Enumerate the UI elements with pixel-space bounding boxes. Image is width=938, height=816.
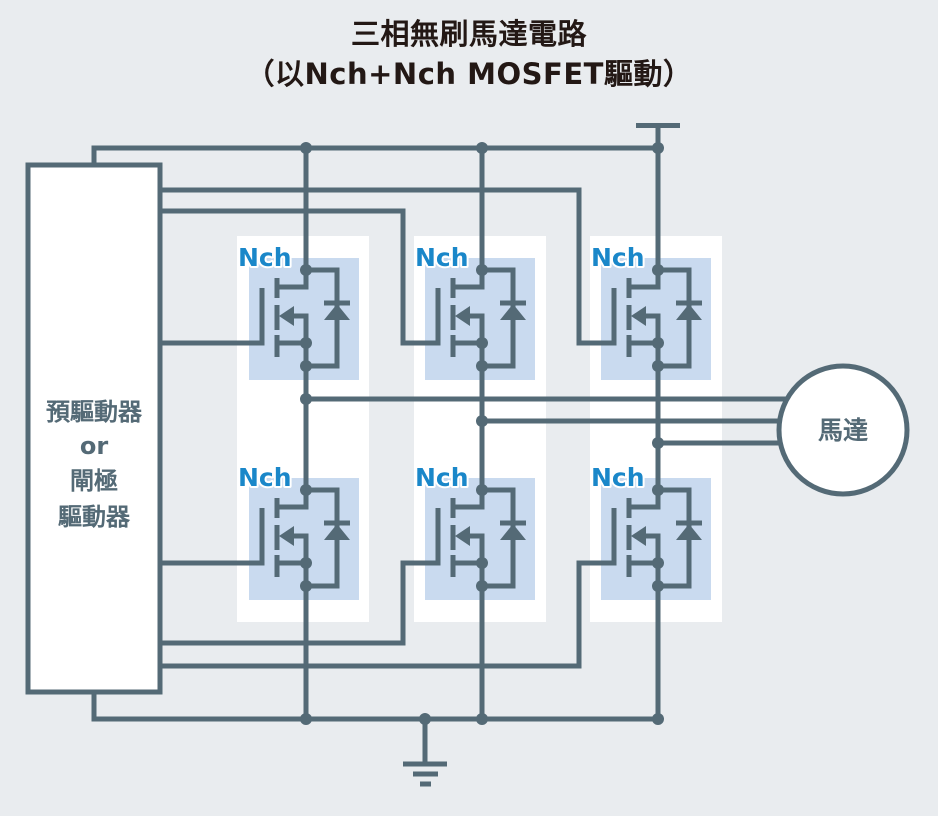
driver-label-line-2: or bbox=[80, 432, 108, 460]
drain-junction-dot bbox=[476, 484, 488, 496]
drain-junction-dot bbox=[300, 264, 312, 276]
vcc-junction-dot bbox=[476, 142, 488, 154]
source-terminal-dot bbox=[476, 580, 488, 592]
gate-wire-u-low bbox=[160, 508, 265, 566]
source-terminal-dot bbox=[652, 360, 664, 372]
body-arrow-icon bbox=[631, 526, 646, 546]
source-junction-dot bbox=[476, 557, 488, 569]
gate-wire-v-high bbox=[160, 208, 441, 346]
ground-node-dot bbox=[419, 713, 431, 725]
vcc-junction-dot bbox=[300, 142, 312, 154]
body-lead bbox=[291, 313, 309, 343]
gate-wire-w-low bbox=[160, 508, 617, 669]
source-junction-dot bbox=[476, 337, 488, 349]
nch-label-phase-w-high: Nch bbox=[591, 243, 645, 272]
mosfet-phase-u-low bbox=[274, 484, 350, 592]
body-lead bbox=[291, 533, 309, 563]
body-arrow-icon bbox=[631, 306, 646, 326]
body-diode-icon bbox=[500, 524, 526, 540]
driver-box bbox=[25, 162, 163, 695]
phase-junction-dot-U bbox=[300, 393, 312, 405]
diagram-title: 三相無刷馬達電路 （以Nch+Nch MOSFET驅動） bbox=[0, 14, 938, 94]
drain-junction-dot bbox=[652, 484, 664, 496]
drain-junction-dot bbox=[300, 484, 312, 496]
body-diode-icon bbox=[500, 304, 526, 320]
body-arrow-icon bbox=[455, 306, 470, 326]
source-terminal-dot bbox=[476, 360, 488, 372]
vcc-junction-dot bbox=[652, 142, 664, 154]
ground-junction-dot bbox=[476, 713, 488, 725]
body-lead bbox=[467, 533, 485, 563]
drain-junction-dot bbox=[476, 264, 488, 276]
mosfet-phase-w-high bbox=[626, 264, 702, 372]
phase-junction-dot-V bbox=[476, 415, 488, 427]
driver-label-line-1: 預驅動器 bbox=[46, 398, 143, 426]
gate-wire-v-low bbox=[160, 508, 441, 646]
nch-label-phase-v-low: Nch bbox=[415, 463, 469, 492]
body-lead bbox=[643, 533, 661, 563]
motor-label: 馬達 bbox=[818, 416, 868, 445]
nch-label-phase-u-high: Nch bbox=[238, 243, 292, 272]
gate-wire-w-high bbox=[160, 187, 617, 346]
body-arrow-icon bbox=[279, 526, 294, 546]
motor-icon bbox=[776, 363, 910, 497]
nch-label-phase-u-low: Nch bbox=[238, 463, 292, 492]
body-lead bbox=[643, 313, 661, 343]
ground-icon bbox=[403, 761, 447, 787]
mosfet-phase-v-low bbox=[450, 484, 526, 592]
title-line-1: 三相無刷馬達電路 bbox=[350, 17, 587, 51]
source-junction-dot bbox=[300, 337, 312, 349]
driver-label-line-3: 閘極 bbox=[70, 467, 118, 495]
vcc-rail-wire bbox=[91, 145, 658, 165]
source-junction-dot bbox=[300, 557, 312, 569]
mosfet-phase-u-high bbox=[274, 264, 350, 372]
nch-label-phase-v-high: Nch bbox=[415, 243, 469, 272]
source-terminal-dot bbox=[300, 580, 312, 592]
body-arrow-icon bbox=[455, 526, 470, 546]
mosfet-phase-w-low bbox=[626, 484, 702, 592]
source-terminal-dot bbox=[300, 360, 312, 372]
body-diode-icon bbox=[676, 524, 702, 540]
body-arrow-icon bbox=[279, 306, 294, 326]
ground-junction-dot bbox=[300, 713, 312, 725]
phase-junction-dot-W bbox=[652, 437, 664, 449]
source-terminal-dot bbox=[652, 580, 664, 592]
driver-label-line-4: 驅動器 bbox=[58, 503, 131, 531]
body-diode-icon bbox=[324, 524, 350, 540]
body-lead bbox=[467, 313, 485, 343]
gate-wire-u-high bbox=[160, 288, 265, 346]
body-diode-icon bbox=[324, 304, 350, 320]
source-junction-dot bbox=[652, 337, 664, 349]
drain-junction-dot bbox=[652, 264, 664, 276]
title-line-2: （以Nch+Nch MOSFET驅動） bbox=[245, 57, 693, 91]
ground-junction-dot bbox=[652, 713, 664, 725]
nch-label-phase-w-low: Nch bbox=[591, 463, 645, 492]
body-diode-icon bbox=[676, 304, 702, 320]
mosfet-phase-v-high bbox=[450, 264, 526, 372]
ground-rail-wire bbox=[91, 692, 658, 722]
source-junction-dot bbox=[652, 557, 664, 569]
